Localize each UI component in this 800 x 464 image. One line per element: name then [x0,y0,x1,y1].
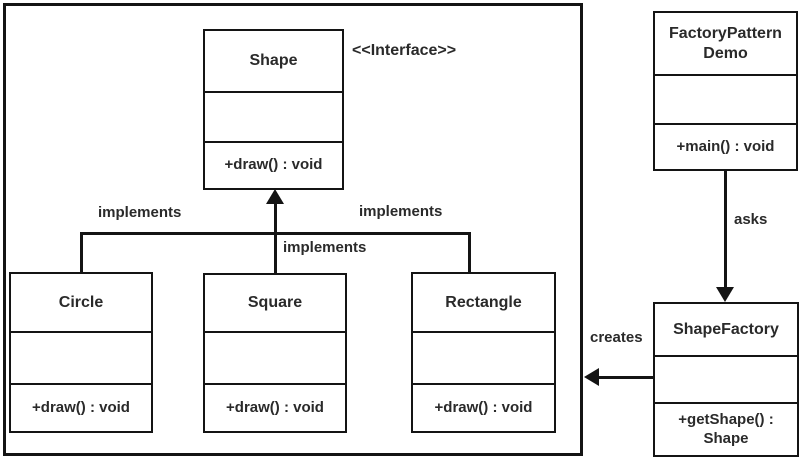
implements-left-vertical-line [80,234,83,274]
asks-arrowhead-down-icon [716,287,734,302]
asks-label: asks [734,211,768,228]
class-square-attributes-section [205,331,345,383]
class-factory-name: ShapeFactory [673,320,779,338]
class-square-name: Square [247,294,303,311]
class-rectangle-name: Rectangle [445,293,522,311]
class-shape-attributes-section [205,91,342,141]
class-box-rectangle: Rectangle +draw() : void [411,272,556,433]
implements-label-center: implements [283,239,367,256]
class-box-square: Square +draw() : void [203,273,347,433]
class-shape-name: Shape [249,52,298,69]
asks-vertical-line [724,170,727,292]
class-box-factory-pattern-demo: FactoryPattern Demo +main() : void [653,11,798,171]
class-circle-name: Circle [58,293,104,311]
creates-arrowhead-left-icon [584,368,599,386]
class-box-circle: Circle +draw() : void [9,272,153,433]
class-factory-method-line1: +getShape() : [678,410,774,428]
diagram-boundary-frame [3,3,583,456]
class-factory-method: +getShape() : Shape [655,402,797,455]
class-shape-method: +draw() : void [205,141,342,188]
interface-stereotype-label: <<Interface>> [352,42,457,59]
implements-label-right: implements [359,203,443,220]
class-demo-attributes-section [655,74,796,123]
class-square-method: +draw() : void [205,383,345,431]
class-circle-method: +draw() : void [11,383,151,431]
implements-label-left: implements [98,204,182,221]
implements-right-vertical-line [468,234,471,274]
class-rectangle-method: +draw() : void [413,383,554,431]
class-box-shape: Shape +draw() : void [203,29,344,190]
class-factory-method-line2: Shape [703,429,749,447]
class-rectangle-attributes-section [413,331,554,383]
class-circle-attributes-section [11,331,151,383]
class-demo-name: FactoryPattern Demo [655,13,796,74]
class-demo-method: +main() : void [655,123,796,169]
class-box-shape-factory: ShapeFactory +getShape() : Shape [653,302,799,457]
class-factory-attributes-section [655,355,797,402]
implements-arrowhead-up-icon [266,189,284,204]
creates-label: creates [590,329,643,346]
creates-horizontal-line [597,376,653,379]
class-demo-name-line2: Demo [703,44,748,62]
implements-center-vertical-line [274,202,277,274]
class-demo-name-line1: FactoryPattern [669,24,782,42]
